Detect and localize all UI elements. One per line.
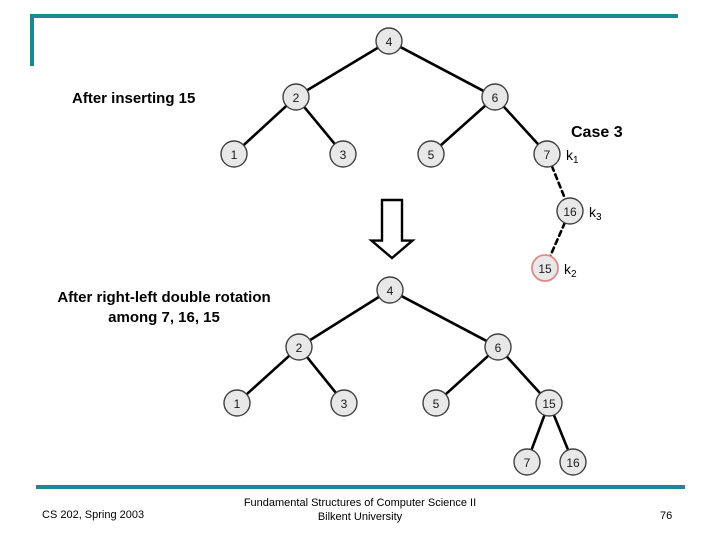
tree-top-edges: [242, 45, 567, 258]
down-block-arrow-icon: [368, 198, 416, 260]
tree-top-node-label-5: 5: [428, 148, 435, 162]
tree-bottom-nodes: 4 2 6 1 3 5 15 7 16: [223, 276, 587, 476]
tree-top-node-circle-3: [329, 140, 357, 168]
footer-institution-line-1: Fundamental Structures of Computer Scien…: [243, 497, 477, 509]
tree-top-edge-t6-t5: [439, 104, 487, 147]
footer-institution-line-2: Bilkent University: [317, 511, 403, 523]
caption-rotation-line-1: After right-left double rotation: [57, 289, 271, 306]
tree-top-node-circle-5: [417, 140, 445, 168]
tree-bottom-node-1: 1: [223, 389, 251, 417]
tree-bottom-node-6: 6: [484, 333, 512, 361]
tree-bottom-edge-b4-b6: [400, 294, 488, 343]
tree-top-node-16: 16: [556, 197, 584, 225]
tree-bottom-node-circle-16: [559, 448, 587, 476]
tree-bottom-node-label-5: 5: [433, 397, 440, 411]
tree-bottom-edge-b15-b7: [530, 413, 546, 452]
case-label: Case 3: [571, 124, 623, 141]
bottom-horizontal-rule: [36, 485, 685, 489]
caption-rotation-line-2: among 7, 16, 15: [108, 309, 220, 326]
footer-institution: Fundamental Structures of Computer Scien…: [200, 496, 520, 524]
tree-bottom-node-label-2: 2: [296, 341, 303, 355]
tree-top-node-label-2: 2: [293, 91, 300, 105]
tree-top-edge-t7-t16: [550, 164, 567, 201]
tree-bottom-node-label-3: 3: [341, 397, 348, 411]
tree-bottom-node-circle-5: [422, 389, 450, 417]
tree-top-edge-t2-t1: [242, 104, 288, 147]
tree-bottom-node-2: 2: [285, 333, 313, 361]
tree-bottom-node-3: 3: [330, 389, 358, 417]
tree-bottom-edge-b15-b16: [552, 413, 570, 452]
tree-top-edge-t4-t2: [305, 46, 380, 92]
footer-page-number: 76: [660, 510, 673, 522]
tree-bottom-node-circle-15: [535, 389, 563, 417]
tree-top-node-circle-15: [531, 254, 559, 282]
down-block-arrow: [368, 198, 416, 260]
tree-top-node-label-15: 15: [538, 262, 552, 276]
tree-bottom-node-label-15: 15: [542, 397, 556, 411]
tree-bottom-node-label-1: 1: [234, 397, 241, 411]
caption-after-inserting: After inserting 15: [72, 90, 196, 107]
tree-top-node-4: 4: [375, 27, 403, 55]
top-vertical-rule: [30, 14, 34, 66]
tree-bottom-node-label-7: 7: [524, 456, 531, 470]
tree-bottom-node-circle-1: [223, 389, 251, 417]
tree-top-node-label-7: 7: [544, 148, 551, 162]
tree-top-node-6: 6: [481, 83, 509, 111]
tree-bottom-node-4: 4: [376, 276, 404, 304]
tree-top-node-label-6: 6: [492, 91, 499, 105]
tree-top-edge-t6-t7: [502, 105, 540, 146]
tree-top-node-circle-1: [220, 140, 248, 168]
tree-bottom-edge-b2-b1: [245, 354, 291, 396]
caption-after-rotation: After right-left double rotation among 7…: [40, 288, 288, 328]
tree-top-edge-t4-t6: [399, 45, 485, 93]
tree-bottom-edge-b2-b3: [305, 355, 338, 395]
key-label-k3: k3: [589, 204, 602, 223]
key-label-k1: k1: [566, 147, 579, 166]
tree-top-node-label-3: 3: [340, 148, 347, 162]
tree-top-node-3: 3: [329, 140, 357, 168]
tree-bottom-edge-b6-b15: [505, 355, 542, 395]
tree-bottom-node-5: 5: [422, 389, 450, 417]
tree-bottom-node-label-4: 4: [387, 284, 394, 298]
tree-bottom-node-circle-6: [484, 333, 512, 361]
tree-top-edge-t2-t3: [302, 105, 337, 146]
key-label-k2: k2: [564, 261, 577, 280]
tree-bottom-node-circle-7: [513, 448, 541, 476]
tree-bottom-node-16: 16: [559, 448, 587, 476]
tree-bottom-node-15: 15: [535, 389, 563, 417]
tree-top-node-5: 5: [417, 140, 445, 168]
tree-top-node-2: 2: [282, 83, 310, 111]
tree-top-node-circle-16: [556, 197, 584, 225]
tree-top-node-label-4: 4: [386, 35, 393, 49]
tree-top-node-circle-6: [481, 83, 509, 111]
tree-top-node-15: 15: [531, 254, 559, 282]
tree-bottom-node-label-16: 16: [566, 456, 580, 470]
tree-top-node-7: 7: [533, 140, 561, 168]
tree-bottom-node-7: 7: [513, 448, 541, 476]
tree-bottom-edge-b6-b5: [444, 354, 490, 396]
tree-top-node-circle-4: [375, 27, 403, 55]
tree-bottom-edge-b4-b2: [308, 295, 381, 342]
tree-top-edge-t16-t15: [548, 221, 567, 258]
top-horizontal-rule: [30, 14, 678, 18]
tree-top-nodes: 4 2 6 1 3 5 7 16 15: [220, 27, 584, 282]
tree-bottom-node-circle-4: [376, 276, 404, 304]
tree-top-node-label-1: 1: [231, 148, 238, 162]
tree-top-node-circle-7: [533, 140, 561, 168]
tree-top-node-label-16: 16: [563, 205, 577, 219]
footer-course: CS 202, Spring 2003: [42, 509, 145, 521]
tree-bottom-node-circle-2: [285, 333, 313, 361]
tree-top-node-1: 1: [220, 140, 248, 168]
tree-top-node-circle-2: [282, 83, 310, 111]
tree-bottom-node-circle-3: [330, 389, 358, 417]
tree-bottom-edges: [245, 294, 570, 452]
tree-bottom-node-label-6: 6: [495, 341, 502, 355]
